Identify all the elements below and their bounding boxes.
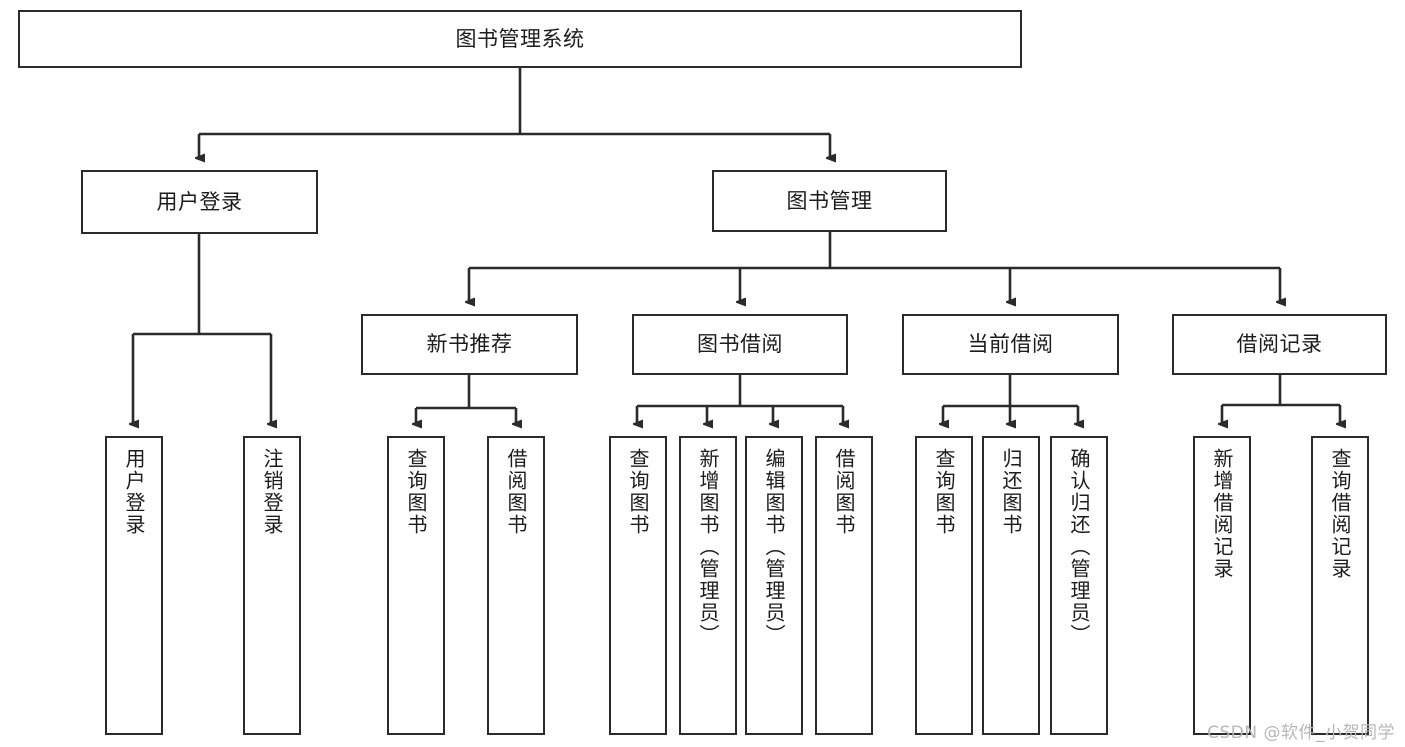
node-leaf-query-book-1[interactable]: 查询图书: [387, 436, 445, 735]
node-leaf-query-record[interactable]: 查询借阅记录: [1311, 436, 1369, 735]
node-leaf-query-book-2-label: 查询图书: [626, 448, 650, 536]
node-book-manage-label: 图书管理: [786, 188, 873, 213]
node-user-login[interactable]: 用户登录: [81, 170, 318, 234]
node-leaf-add-record[interactable]: 新增借阅记录: [1193, 436, 1251, 735]
node-leaf-confirm-return[interactable]: 确认归还（管理员）: [1050, 436, 1108, 735]
node-leaf-query-book-2[interactable]: 查询图书: [609, 436, 667, 735]
node-leaf-borrow-book-2[interactable]: 借阅图书: [815, 436, 873, 735]
node-book-borrow[interactable]: 图书借阅: [632, 314, 848, 375]
node-leaf-return-book[interactable]: 归还图书: [982, 436, 1040, 735]
node-borrow-record[interactable]: 借阅记录: [1172, 314, 1387, 375]
node-new-book-rec[interactable]: 新书推荐: [361, 314, 578, 375]
node-leaf-borrow-book-1[interactable]: 借阅图书: [487, 436, 545, 735]
node-leaf-edit-book-label: 编辑图书（管理员）: [762, 448, 786, 646]
node-leaf-return-book-label: 归还图书: [999, 448, 1023, 536]
node-book-borrow-label: 图书借阅: [697, 332, 783, 357]
csdn-watermark: CSDN @软件_小贺同学: [1207, 723, 1395, 743]
node-current-borrow-label: 当前借阅: [967, 332, 1054, 357]
node-leaf-logout[interactable]: 注销登录: [243, 436, 301, 735]
node-leaf-query-book-1-label: 查询图书: [404, 448, 428, 536]
node-new-book-rec-label: 新书推荐: [426, 332, 513, 357]
node-leaf-borrow-book-1-label: 借阅图书: [504, 448, 528, 536]
node-leaf-edit-book[interactable]: 编辑图书（管理员）: [745, 436, 803, 735]
node-leaf-logout-label: 注销登录: [260, 448, 284, 536]
node-leaf-query-record-label: 查询借阅记录: [1328, 448, 1352, 580]
node-leaf-add-book-label: 新增图书（管理员）: [696, 448, 720, 646]
node-borrow-record-label: 借阅记录: [1236, 332, 1323, 357]
node-book-manage[interactable]: 图书管理: [712, 170, 947, 232]
node-leaf-add-book[interactable]: 新增图书（管理员）: [679, 436, 737, 735]
node-leaf-query-book-3[interactable]: 查询图书: [915, 436, 973, 735]
node-leaf-user-login[interactable]: 用户登录: [105, 436, 163, 735]
node-leaf-user-login-label: 用户登录: [122, 448, 146, 536]
node-leaf-confirm-return-label: 确认归还（管理员）: [1067, 448, 1091, 646]
node-current-borrow[interactable]: 当前借阅: [902, 314, 1119, 375]
node-user-login-label: 用户登录: [156, 189, 243, 214]
node-leaf-add-record-label: 新增借阅记录: [1210, 448, 1234, 580]
node-leaf-borrow-book-2-label: 借阅图书: [832, 448, 856, 536]
node-root-label: 图书管理系统: [455, 26, 585, 51]
node-root[interactable]: 图书管理系统: [18, 10, 1022, 68]
node-leaf-query-book-3-label: 查询图书: [932, 448, 956, 536]
